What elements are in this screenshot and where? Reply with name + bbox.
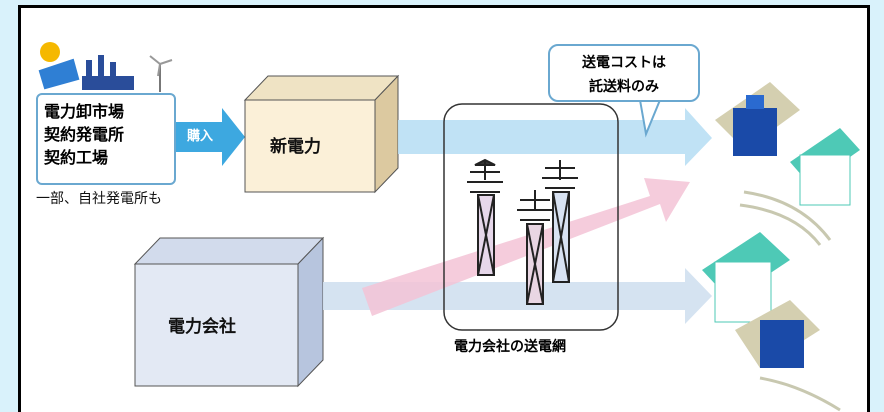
transmission-cost-callout: 送電コストは 託送料のみ	[548, 44, 700, 102]
source-line-1: 電力卸市場	[44, 102, 125, 121]
source-line-3: 契約工場	[44, 148, 109, 167]
power-company-cube	[133, 236, 325, 388]
callout-line-1: 送電コストは	[582, 55, 666, 71]
solar-panel-icon	[37, 42, 81, 91]
new-power-arrow	[398, 108, 712, 166]
grid-label: 電力会社の送電網	[454, 339, 566, 355]
new-power-label: 新電力	[270, 137, 321, 157]
building-icon-bottom	[702, 232, 841, 412]
power-company-label: 電力会社	[168, 317, 236, 337]
building-icon-top	[715, 82, 860, 246]
callout-line-2: 託送料のみ	[589, 79, 659, 95]
source-list-box: 電力卸市場 契約発電所 契約工場	[36, 93, 176, 185]
new-power-cube	[243, 74, 400, 194]
grid-box	[443, 103, 619, 331]
transmission-tower-icon	[467, 158, 578, 305]
source-line-2: 契約発電所	[44, 125, 125, 144]
wind-turbine-icon	[149, 55, 173, 92]
own-plant-note: 一部、自社発電所も	[36, 191, 162, 207]
buy-label: 購入	[181, 122, 219, 152]
factory-icon	[82, 55, 134, 90]
